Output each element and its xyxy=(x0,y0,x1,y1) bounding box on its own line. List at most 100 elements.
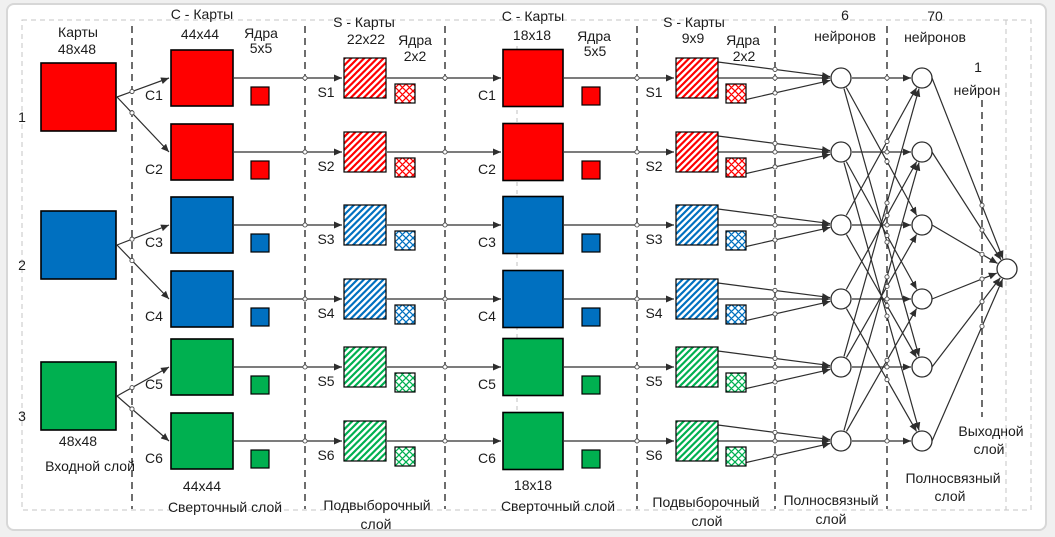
conv1-map xyxy=(170,338,234,396)
fc2-neuron xyxy=(911,356,933,378)
output-header-line1: 1 xyxy=(974,59,982,75)
jump-dot xyxy=(772,66,778,72)
sub1-kernel xyxy=(394,83,416,104)
fc1-to-fc2-mesh-line xyxy=(845,87,918,216)
fc2-neuron xyxy=(911,430,933,452)
jump-dot xyxy=(442,75,448,81)
jump-dot xyxy=(302,75,308,81)
sub1-header-line1: S - Карты xyxy=(333,14,395,30)
jump-dot xyxy=(129,385,135,391)
conv2-kernel xyxy=(581,160,601,180)
jump-dot xyxy=(772,438,778,444)
jump-dot xyxy=(884,222,890,228)
conv2-map-label: C5 xyxy=(478,376,496,392)
conv1-map xyxy=(170,49,234,107)
fc2-to-output-line xyxy=(931,272,998,300)
jump-dot xyxy=(884,313,890,319)
conv2-map xyxy=(502,411,564,471)
fc2-header-line1: 70 xyxy=(927,8,943,24)
sub2-caption-line1: Подвыборочный xyxy=(652,494,759,510)
jump-dot xyxy=(129,110,135,116)
sub2-map-label: S5 xyxy=(645,373,662,389)
fc1-header-line2: нейронов xyxy=(814,28,876,44)
conv1-map xyxy=(170,196,234,254)
line-jump-dots xyxy=(129,66,985,459)
jump-dot xyxy=(302,149,308,155)
conv2-header-line1: C - Карты xyxy=(502,8,564,24)
fc1-caption-line2: слой xyxy=(816,511,847,527)
conv2-map-label: C1 xyxy=(478,87,496,103)
jump-dot xyxy=(884,283,890,289)
conv1-header-line1: C - Карты xyxy=(171,6,233,22)
jump-dot xyxy=(979,323,985,329)
jump-dot xyxy=(302,296,308,302)
fc2-neuron xyxy=(911,141,933,163)
jump-dot xyxy=(772,237,778,243)
sub1-map xyxy=(343,420,387,462)
jump-dot xyxy=(884,200,890,206)
input-to-conv1-arrow xyxy=(116,395,170,442)
input-row-number: 1 xyxy=(18,109,26,125)
conv2-map xyxy=(502,337,564,397)
jump-dot xyxy=(772,164,778,170)
sub1-kernel xyxy=(394,446,416,467)
sub2-to-fc1-line xyxy=(743,152,831,175)
jump-dot xyxy=(634,222,640,228)
fc2-to-output-line xyxy=(931,77,1004,259)
conv2-map xyxy=(502,48,564,108)
input-map xyxy=(40,210,117,280)
input-map xyxy=(40,361,117,431)
input-header-line1: Карты xyxy=(58,24,98,40)
sub1-kernel-header-line1: Ядра xyxy=(398,32,432,48)
jump-dot xyxy=(302,364,308,370)
sub1-map xyxy=(343,57,387,99)
jump-dot xyxy=(884,75,890,81)
jump-dot xyxy=(772,429,778,435)
jump-dot xyxy=(442,296,448,302)
sub2-map xyxy=(675,278,719,320)
jump-dot xyxy=(442,364,448,370)
sub2-map xyxy=(675,204,719,246)
sub2-map xyxy=(675,420,719,462)
sub1-kernel xyxy=(394,372,416,393)
conv1-map xyxy=(170,270,234,328)
conv1-caption: Сверточный слой xyxy=(168,499,282,515)
input-to-conv1-arrow xyxy=(116,96,170,153)
conv2-map xyxy=(502,122,564,182)
fc1-caption-line1: Полносвязный xyxy=(783,492,878,508)
jump-dot xyxy=(979,227,985,233)
conv1-kernel xyxy=(250,307,270,327)
fc1-neuron xyxy=(830,288,852,310)
jump-dot xyxy=(772,222,778,228)
jump-dot xyxy=(772,364,778,370)
jump-dot xyxy=(884,296,890,302)
conv1-kernel xyxy=(250,160,270,180)
conv2-kernel-header-line1: Ядра xyxy=(577,28,611,44)
jump-dot xyxy=(979,202,985,208)
fc1-to-fc2-mesh-line xyxy=(843,162,921,431)
output-caption-line2: слой xyxy=(974,441,1005,457)
conv1-map-label: C5 xyxy=(145,376,163,392)
sub2-to-fc1-line xyxy=(743,367,831,390)
sub1-map-label: S6 xyxy=(317,447,334,463)
jump-dot xyxy=(884,158,890,165)
fc1-to-fc2-mesh-line xyxy=(845,308,918,432)
fc1-neuron xyxy=(830,67,852,89)
fc1-neuron xyxy=(830,430,852,452)
jump-dot xyxy=(442,149,448,155)
layer-headers-and-captions: Карты 48x48 C - Карты 44x44 Ядра 5x5 S -… xyxy=(45,6,1024,532)
conv2-caption: Сверточный слой xyxy=(501,498,615,514)
sub2-kernel xyxy=(725,372,747,393)
jump-dot xyxy=(772,453,778,459)
fc1-neuron xyxy=(830,141,852,163)
sub2-header-line1: S - Карты xyxy=(663,14,725,30)
sub2-map-label: S4 xyxy=(645,305,662,321)
conv1-header-line2: 44x44 xyxy=(181,26,219,42)
sub1-kernel-header-line2: 2x2 xyxy=(404,48,427,64)
conv1-map-label: C1 xyxy=(145,87,163,103)
fc2-neuron xyxy=(911,214,933,236)
sub2-kernel xyxy=(725,304,747,325)
